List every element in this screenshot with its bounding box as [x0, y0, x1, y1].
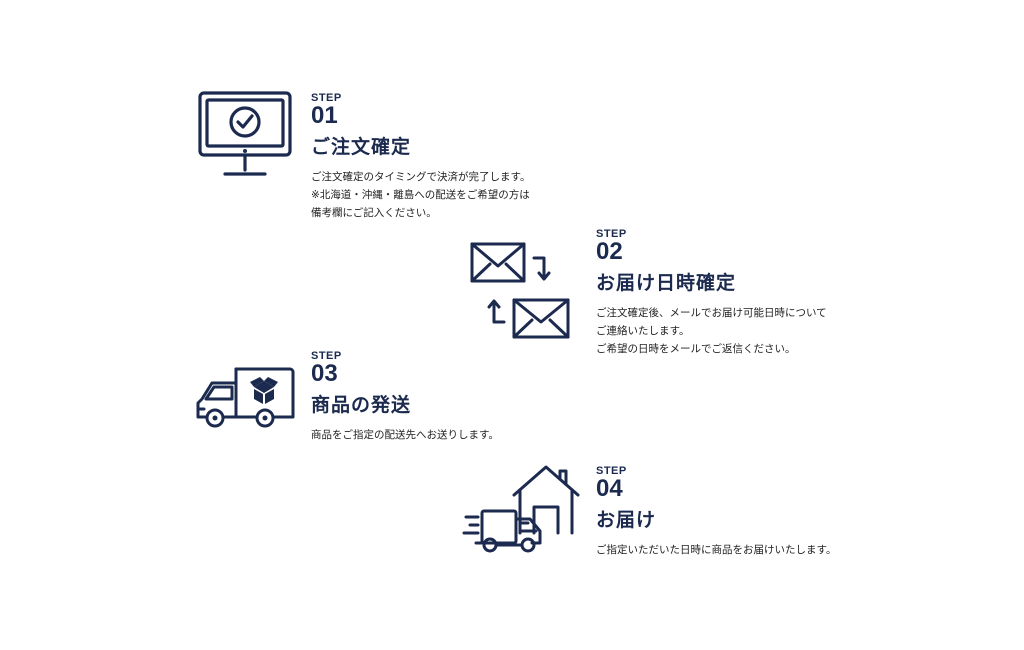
- description-line: 商品をご指定の配送先へお送りします。: [311, 429, 499, 441]
- description-line: ご希望の日時をメールでご返信ください。: [596, 343, 796, 355]
- step-number: 04: [596, 475, 623, 502]
- step-label: STEP: [311, 92, 342, 104]
- description-line: ご指定いただいた日時に商品をお届けいたします。: [596, 544, 837, 556]
- step-label: STEP: [596, 228, 627, 240]
- step-label: STEP: [596, 465, 627, 477]
- description-line: ご注文確定のタイミングで決済が完了します。: [311, 171, 531, 183]
- step-number: 02: [596, 238, 623, 265]
- description-line: 備考欄にご記入ください。: [311, 207, 437, 219]
- description-line: ご連絡いたします。: [596, 325, 690, 337]
- step-description: ご注文確定後、メールでお届け可能日時について ご連絡いたします。 ご希望の日時を…: [596, 304, 827, 358]
- step-02: STEP 02 お届け日時確定 ご注文確定後、メールでお届け可能日時について ご…: [596, 228, 827, 358]
- step-label: STEP: [311, 350, 342, 362]
- step-01: STEP 01 ご注文確定 ご注文確定のタイミングで決済が完了します。 ※北海道…: [311, 92, 530, 222]
- step-number: 03: [311, 360, 338, 387]
- step-04: STEP 04 お届け ご指定いただいた日時に商品をお届けいたします。: [596, 465, 836, 559]
- delivery-truck-icon: [194, 365, 298, 431]
- step-description: 商品をご指定の配送先へお送りします。: [311, 426, 499, 444]
- monitor-check-icon: [197, 90, 293, 180]
- description-line: ※北海道・沖縄・離島への配送をご希望の方は: [311, 189, 530, 201]
- description-line: ご注文確定後、メールでお届け可能日時について: [596, 307, 827, 319]
- truck-house-icon: [462, 463, 580, 555]
- step-description: ご指定いただいた日時に商品をお届けいたします。: [596, 541, 836, 559]
- step-description: ご注文確定のタイミングで決済が完了します。 ※北海道・沖縄・離島への配送をご希望…: [311, 168, 530, 222]
- step-title: 商品の発送: [311, 394, 412, 416]
- step-03: STEP 03 商品の発送 商品をご指定の配送先へお送りします。: [311, 350, 499, 444]
- step-number: 01: [311, 102, 338, 129]
- mail-exchange-icon: [468, 240, 574, 342]
- step-title: ご注文確定: [311, 136, 412, 158]
- step-title: お届け日時確定: [596, 272, 737, 294]
- step-title: お届け: [596, 509, 657, 531]
